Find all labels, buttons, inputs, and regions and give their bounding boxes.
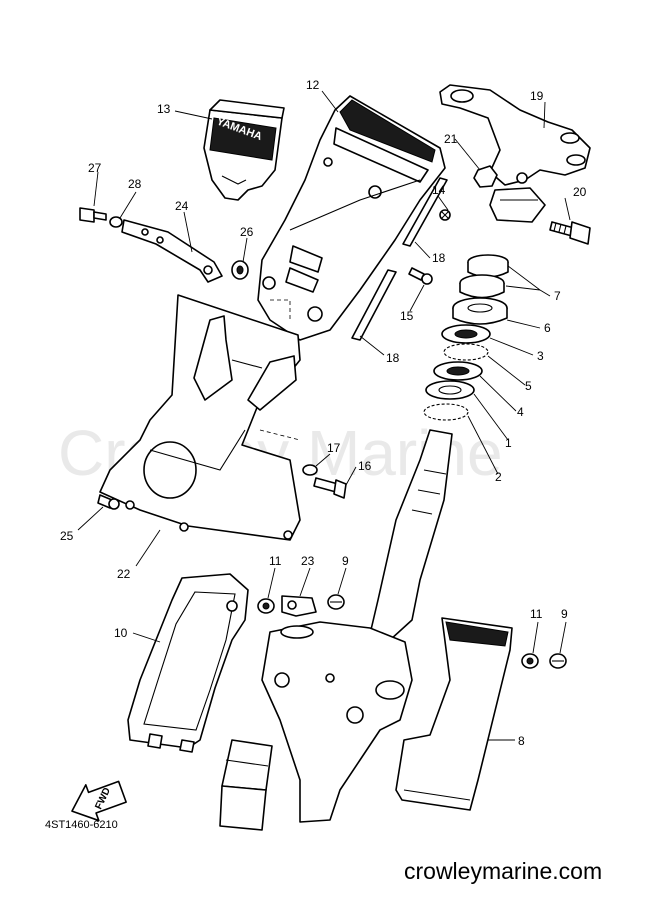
side-cover-right-part (395, 617, 513, 811)
washer-17-part (302, 464, 318, 476)
bolt-27-part (79, 207, 107, 223)
collar-11-right (521, 653, 539, 669)
leader-lines (77, 90, 571, 741)
bolt-16-part (313, 477, 347, 499)
clip-part (439, 209, 451, 221)
callout-8: 8 (518, 734, 525, 748)
callout-7: 7 (554, 289, 561, 303)
ring-nut-lower (459, 274, 505, 299)
bearing-race-3-part (441, 324, 491, 344)
ball-bearing-2-part (423, 403, 469, 421)
callout-11-left: 11 (269, 554, 282, 568)
callout-18-lower: 18 (386, 351, 400, 365)
callout-16: 16 (358, 459, 372, 473)
washer-28-part (109, 216, 123, 228)
callout-18-upper: 18 (432, 251, 446, 265)
callout-2: 2 (495, 470, 502, 484)
cover-strip-upper (402, 177, 448, 247)
callout-11-right: 11 (530, 607, 543, 621)
side-cover-left-part (127, 573, 249, 753)
washer-6-part (452, 297, 508, 325)
stay-24-part (121, 219, 223, 283)
callout-14: 14 (432, 183, 446, 197)
stay-bracket-part (99, 294, 301, 541)
screw-15-part (408, 267, 433, 285)
callout-1: 1 (505, 436, 512, 450)
callout-10: 10 (114, 626, 128, 640)
callout-26: 26 (240, 225, 254, 239)
front-cover-part (257, 95, 446, 341)
collar-11-left (257, 598, 275, 614)
callout-3: 3 (537, 349, 544, 363)
callout-28: 28 (128, 177, 142, 191)
emblem-cover-part: YAMAHA (203, 99, 285, 201)
callout-13: 13 (157, 102, 171, 116)
bolt-9-right (549, 653, 567, 669)
callout-27: 27 (88, 161, 102, 175)
ball-bearing-5-part (443, 343, 489, 361)
clamp-23-part (281, 595, 317, 617)
steering-stem-part (219, 429, 453, 831)
callout-22: 22 (117, 567, 131, 581)
fwd-arrow-icon: FWD (71, 780, 127, 822)
callout-23: 23 (301, 554, 315, 568)
callout-9-left: 9 (342, 554, 349, 568)
callout-17: 17 (327, 441, 341, 455)
footer-site-text: crowleymarine.com (404, 858, 603, 884)
callout-15: 15 (400, 309, 414, 323)
callout-25: 25 (60, 529, 74, 543)
callout-4: 4 (517, 405, 524, 419)
callout-24: 24 (175, 199, 189, 213)
callout-12: 12 (306, 78, 320, 92)
callout-19: 19 (530, 89, 544, 103)
handlebar-holder-part (439, 84, 591, 223)
diagram-code: 4ST1460-6210 (45, 819, 118, 831)
bearing-race-1-part (425, 380, 475, 400)
bolt-25-part (97, 494, 120, 510)
bearing-race-4-part (433, 361, 483, 381)
bolt-9-left (327, 594, 345, 610)
callout-labels: 1 2 3 4 5 6 7 8 9 9 10 11 11 12 13 14 15… (60, 78, 587, 748)
cover-strip-lower (351, 269, 397, 341)
bolt-20-part (549, 221, 591, 245)
callout-21: 21 (444, 132, 458, 146)
nut-21-part (473, 165, 498, 188)
callout-20: 20 (573, 185, 587, 199)
ring-nut-upper (467, 254, 509, 278)
callout-6: 6 (544, 321, 551, 335)
callout-5: 5 (525, 379, 532, 393)
collar-26-part (231, 260, 249, 280)
callout-9-right: 9 (561, 607, 568, 621)
